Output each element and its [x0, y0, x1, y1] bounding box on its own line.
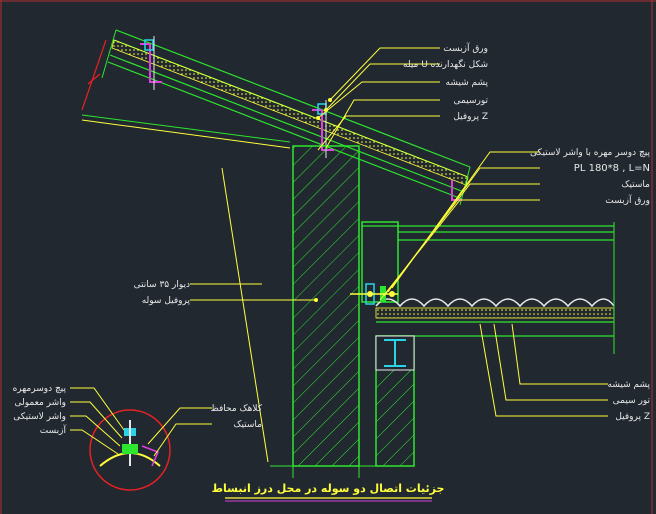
drawing-title: جزئیات اتصال دو سوله در محل درز انبساط — [212, 482, 445, 495]
leader-lines — [190, 47, 608, 463]
label-roof-sheet: ورق آزبست — [443, 42, 488, 54]
i-beam — [384, 339, 406, 367]
label-asbestos-sheet: ورق آزبست — [605, 194, 650, 206]
label-glass-wool: پشم شیشه — [446, 78, 489, 88]
label-wall-35: دیوار ۳۵ سانتی — [134, 280, 190, 290]
corrugated-sheet — [375, 298, 615, 308]
u-bar — [144, 39, 154, 51]
label-z-profile: پروفیل Z — [453, 112, 488, 122]
flat-insulation — [375, 307, 615, 319]
label-plate-spec: PL 180*8 , L=N — [574, 163, 650, 174]
detail-rubber-washer: واشر لاستیکی — [13, 412, 66, 422]
detail-double-nut-bolt: پیچ دوسرمهره — [13, 384, 67, 394]
break-line — [81, 39, 107, 111]
steel-column — [375, 335, 415, 467]
label-wire-mesh-2: تور سیمی — [613, 396, 651, 406]
label-u-bar: میله U شکل نگهدارنده — [403, 58, 488, 70]
label-mastic: ماستیک — [621, 180, 650, 190]
bolt-connection — [350, 283, 398, 305]
label-roof-profile: پروفیل سوله — [142, 296, 191, 306]
detail-asbestos: آزبست — [40, 424, 67, 436]
label-bolt-rubber-washer: پیچ دوسر مهره با واشر لاستیکی — [530, 148, 651, 158]
leader-dots — [314, 98, 332, 302]
sloped-roof — [81, 29, 471, 206]
detail-ordinary-washer: واشر معمولی — [15, 398, 66, 408]
flat-roof — [361, 221, 615, 354]
label-wire-mesh: تورسیمی — [454, 96, 489, 106]
label-glass-wool-2: پشم شیشه — [608, 380, 651, 390]
detail-protective-cap: کلاهک محافظ — [210, 404, 262, 414]
z-purlin — [451, 180, 462, 201]
detail-mastic: ماستیک — [233, 420, 262, 430]
label-z-profile-2: پروفیل Z — [615, 412, 650, 422]
detail-bubble — [70, 387, 212, 491]
wall-35cm — [270, 145, 380, 478]
callout-labels: ورق آزبست میله U شکل نگهدارنده پشم شیشه … — [13, 42, 651, 436]
